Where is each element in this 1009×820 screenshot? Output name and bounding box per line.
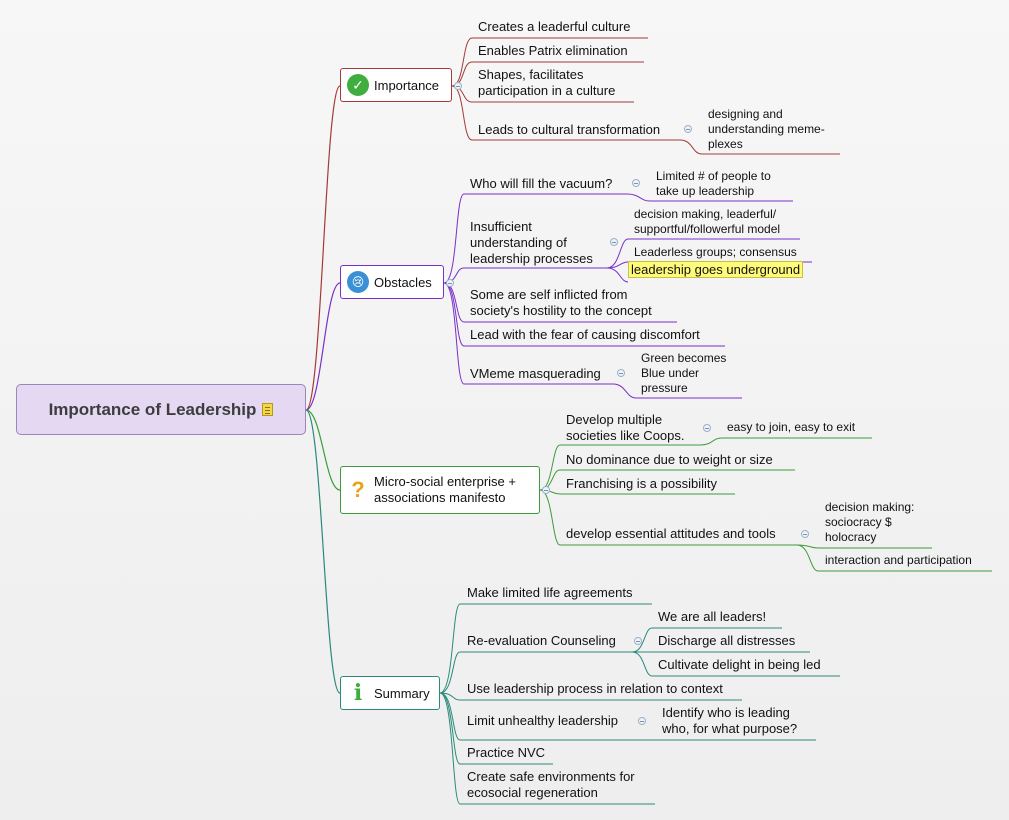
summary-item-agreements[interactable]: Make limited life agreements (467, 585, 633, 600)
topic-importance-label: Importance (374, 77, 440, 93)
collapse-importance-toggle[interactable] (454, 82, 462, 90)
collapse-counseling-toggle[interactable] (634, 637, 642, 645)
checkmark-icon: ✓ (347, 74, 369, 96)
topic-importance[interactable]: ✓ Importance (340, 68, 452, 102)
tools-subitem-1[interactable]: decision making: sociocracy $ holocracy (825, 500, 915, 544)
topic-summary-label: Summary (374, 685, 430, 701)
collapse-vmeme-toggle[interactable] (617, 369, 625, 377)
topic-summary[interactable]: i Summary (340, 676, 440, 710)
obstacles-item-understanding[interactable]: Insufficient understanding of leadership… (470, 219, 593, 266)
importance-item-2[interactable]: Enables Patrix elimination (478, 43, 628, 58)
vacuum-subitem[interactable]: Limited # of people to take up leadershi… (656, 169, 771, 198)
importance-item-4[interactable]: Leads to cultural transformation (478, 122, 661, 137)
understanding-subitem-3[interactable]: leadership goes underground (628, 261, 804, 278)
summary-item-unhealthy[interactable]: Limit unhealthy leadership (467, 713, 619, 728)
note-icon[interactable] (262, 403, 274, 416)
central-topic[interactable]: Importance of Leadership (16, 384, 306, 435)
tools-subitem-2[interactable]: interaction and participation (825, 553, 972, 567)
crying-face-icon: 😢 (347, 271, 369, 293)
transformation-subitem[interactable]: designing and understanding meme- plexes (708, 107, 825, 151)
unhealthy-subitem[interactable]: Identify who is leading who, for what pu… (662, 705, 798, 736)
micro-item-dominance[interactable]: No dominance due to weight or size (566, 452, 773, 467)
central-topic-label: Importance of Leadership (48, 399, 257, 419)
summary-item-context[interactable]: Use leadership process in relation to co… (467, 681, 723, 696)
obstacles-item-fear[interactable]: Lead with the fear of causing discomfort (470, 327, 700, 342)
collapse-unhealthy-toggle[interactable] (638, 717, 646, 725)
topic-micro-social-label: Micro-social enterprise + associations m… (374, 474, 516, 505)
micro-item-tools[interactable]: develop essential attitudes and tools (566, 526, 776, 541)
understanding-subitem-2[interactable]: Leaderless groups; consensus (634, 245, 797, 259)
collapse-micro-toggle[interactable] (542, 486, 550, 494)
summary-item-nvc[interactable]: Practice NVC (467, 745, 546, 760)
coops-subitem[interactable]: easy to join, easy to exit (727, 420, 856, 434)
highlighted-text: leadership goes underground (628, 261, 804, 278)
micro-item-coops[interactable]: Develop multiple societies like Coops. (566, 412, 685, 443)
collapse-coops-toggle[interactable] (703, 424, 711, 432)
topic-obstacles-label: Obstacles (374, 274, 432, 290)
collapse-vacuum-toggle[interactable] (632, 179, 640, 187)
collapse-obstacles-toggle[interactable] (446, 279, 454, 287)
obstacles-item-self-inflicted[interactable]: Some are self inflicted from society's h… (470, 287, 652, 318)
summary-item-counseling[interactable]: Re-evaluation Counseling (467, 633, 616, 648)
summary-item-environments[interactable]: Create safe environments for ecosocial r… (467, 769, 635, 800)
counseling-subitem-1[interactable]: We are all leaders! (658, 609, 767, 624)
counseling-subitem-3[interactable]: Cultivate delight in being led (658, 657, 821, 672)
collapse-transformation-toggle[interactable] (684, 125, 692, 133)
collapse-understanding-toggle[interactable] (610, 238, 618, 246)
topic-micro-social[interactable]: ? Micro-social enterprise + associations… (340, 466, 540, 514)
importance-item-1[interactable]: Creates a leaderful culture (478, 19, 631, 34)
obstacles-item-vacuum[interactable]: Who will fill the vacuum? (470, 176, 613, 191)
obstacles-item-vmeme[interactable]: VMeme masquerading (470, 366, 601, 381)
topic-obstacles[interactable]: 😢 Obstacles (340, 265, 444, 299)
collapse-tools-toggle[interactable] (801, 530, 809, 538)
micro-item-franchising[interactable]: Franchising is a possibility (566, 476, 718, 491)
counseling-subitem-2[interactable]: Discharge all distresses (658, 633, 796, 648)
info-icon: i (353, 680, 363, 706)
understanding-subitem-1[interactable]: decision making, leaderful/ supportful/f… (634, 207, 781, 236)
vmeme-subitem[interactable]: Green becomes Blue under pressure (641, 351, 727, 395)
question-mark-icon: ? (351, 477, 365, 502)
importance-item-3[interactable]: Shapes, facilitates participation in a c… (478, 67, 616, 98)
